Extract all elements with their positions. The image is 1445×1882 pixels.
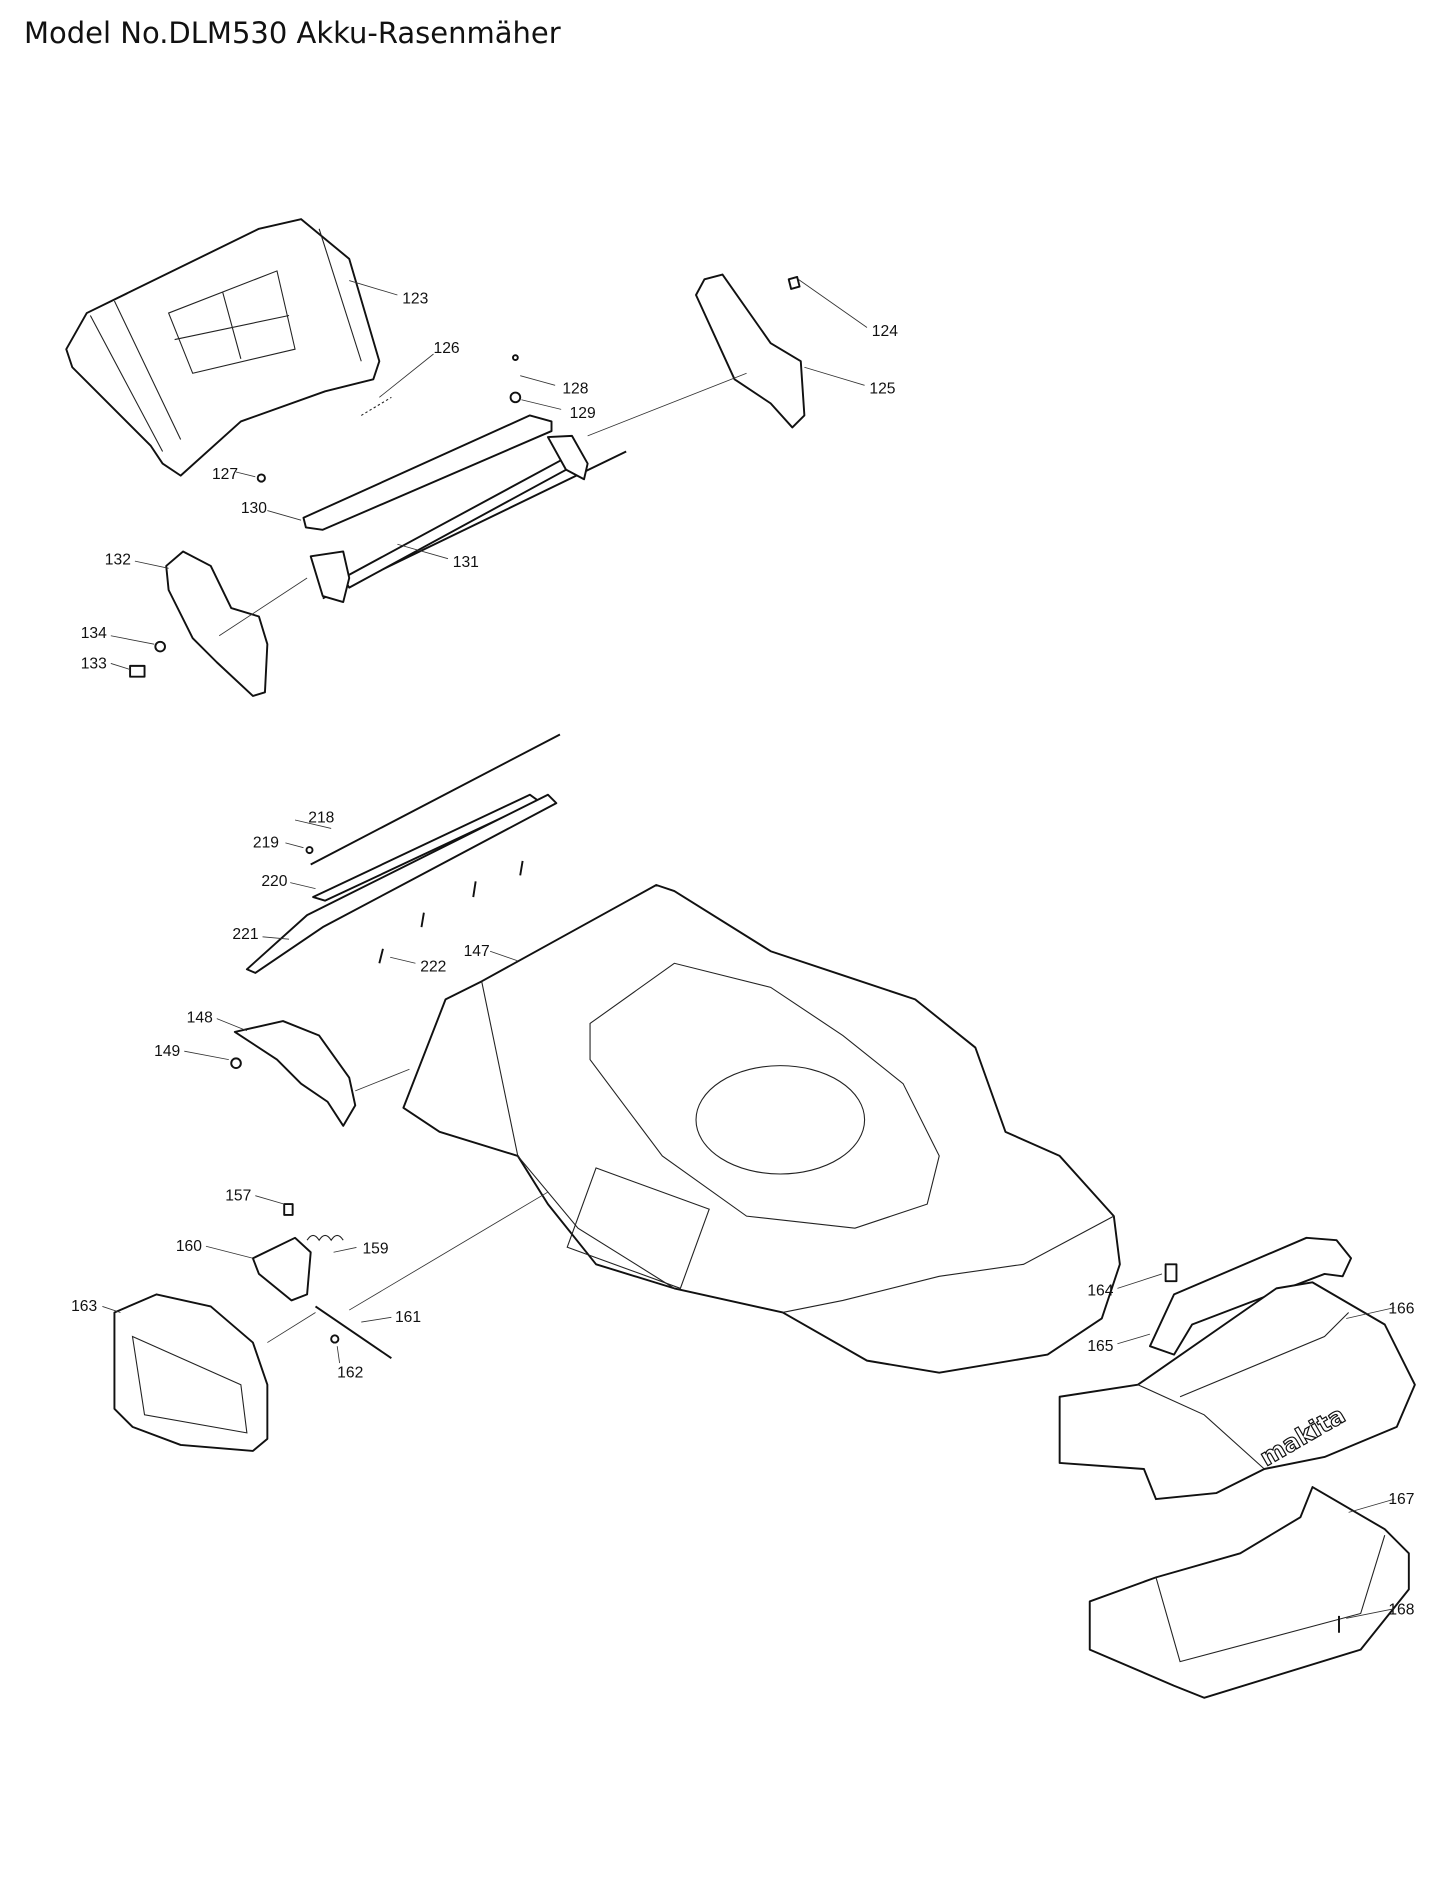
part-147-deck[interactable] bbox=[402, 884, 1121, 1374]
part-132-bracket[interactable] bbox=[165, 550, 269, 697]
callout-126[interactable]: 126 bbox=[434, 340, 460, 357]
callout-125[interactable]: 125 bbox=[869, 381, 895, 398]
callout-131[interactable]: 131 bbox=[453, 554, 479, 571]
part-129-screw[interactable] bbox=[509, 391, 522, 404]
part-148-height-plate[interactable] bbox=[233, 1020, 357, 1127]
callout-148[interactable]: 148 bbox=[187, 1009, 213, 1026]
part-124-screw[interactable] bbox=[787, 275, 801, 290]
part-163-flap-cover[interactable] bbox=[113, 1293, 269, 1452]
callout-164[interactable]: 164 bbox=[1087, 1283, 1113, 1300]
callout-167[interactable]: 167 bbox=[1388, 1491, 1414, 1508]
callout-222[interactable]: 222 bbox=[420, 959, 446, 976]
callout-128[interactable]: 128 bbox=[562, 381, 588, 398]
callout-159[interactable]: 159 bbox=[362, 1240, 388, 1257]
part-127-clip[interactable] bbox=[256, 473, 266, 483]
part-218-rod[interactable] bbox=[310, 733, 561, 866]
leader-lines bbox=[102, 279, 1395, 1619]
callout-132[interactable]: 132 bbox=[105, 552, 131, 569]
callout-147[interactable]: 147 bbox=[464, 943, 490, 960]
callout-149[interactable]: 149 bbox=[154, 1043, 180, 1060]
callout-165[interactable]: 165 bbox=[1087, 1338, 1113, 1355]
callout-162[interactable]: 162 bbox=[337, 1364, 363, 1381]
part-167-bottom-cover[interactable] bbox=[1088, 1486, 1410, 1699]
part-134-screw[interactable] bbox=[154, 640, 166, 653]
part-162-clip[interactable] bbox=[330, 1334, 340, 1344]
part-160-bracket[interactable] bbox=[251, 1236, 312, 1302]
part-219-clip[interactable] bbox=[305, 846, 314, 855]
part-149-screw[interactable] bbox=[230, 1057, 242, 1069]
callout-161[interactable]: 161 bbox=[395, 1309, 421, 1326]
callout-168[interactable]: 168 bbox=[1388, 1602, 1414, 1619]
part-166-front-cover[interactable]: makita bbox=[1058, 1281, 1416, 1501]
callout-124[interactable]: 124 bbox=[872, 323, 898, 340]
callout-129[interactable]: 129 bbox=[570, 405, 596, 422]
callout-127[interactable]: 127 bbox=[212, 466, 238, 483]
callout-133[interactable]: 133 bbox=[81, 655, 107, 672]
callout-labels: 123 124 125 126 127 128 129 130 131 132 … bbox=[71, 290, 1415, 1618]
part-161-pin[interactable] bbox=[314, 1305, 392, 1360]
callout-221[interactable]: 221 bbox=[232, 926, 258, 943]
callout-160[interactable]: 160 bbox=[176, 1238, 202, 1255]
part-159-spring[interactable] bbox=[306, 1234, 344, 1242]
part-221-flap[interactable] bbox=[245, 793, 558, 974]
part-157-screw[interactable] bbox=[283, 1203, 294, 1216]
callout-123[interactable]: 123 bbox=[402, 290, 428, 307]
callout-219[interactable]: 219 bbox=[253, 835, 279, 852]
part-123-rear-flap[interactable] bbox=[65, 218, 381, 477]
part-164-screw[interactable] bbox=[1164, 1263, 1178, 1283]
callout-134[interactable]: 134 bbox=[81, 625, 107, 642]
callout-166[interactable]: 166 bbox=[1388, 1301, 1414, 1318]
part-130-bar[interactable] bbox=[302, 414, 553, 531]
callout-157[interactable]: 157 bbox=[225, 1187, 251, 1204]
callout-163[interactable]: 163 bbox=[71, 1298, 97, 1315]
part-133-nut[interactable] bbox=[129, 664, 146, 678]
part-131-shaft[interactable] bbox=[309, 434, 589, 604]
page-title: Model No.DLM530 Akku-Rasenmäher bbox=[24, 16, 561, 50]
part-222-screws[interactable] bbox=[378, 860, 524, 964]
part-220-rail[interactable] bbox=[312, 793, 540, 902]
callout-220[interactable]: 220 bbox=[261, 873, 287, 890]
part-165-handle-bar[interactable] bbox=[1148, 1236, 1353, 1356]
callout-218[interactable]: 218 bbox=[308, 809, 334, 826]
part-126-spring[interactable] bbox=[360, 396, 392, 416]
callout-130[interactable]: 130 bbox=[241, 500, 267, 517]
part-125-bracket[interactable] bbox=[695, 273, 806, 429]
